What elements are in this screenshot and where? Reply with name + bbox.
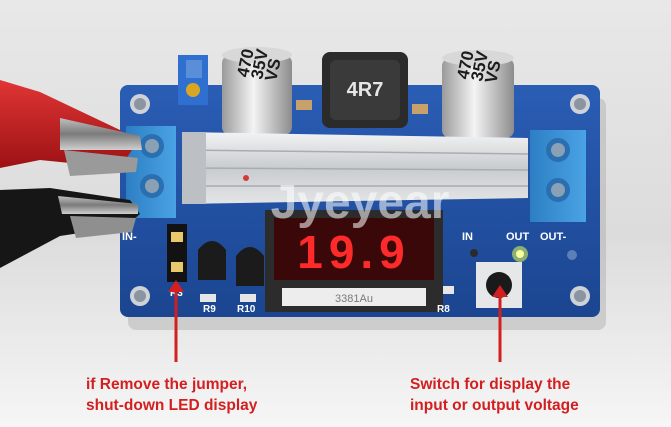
- black-alligator-clip: [0, 188, 140, 268]
- inductor-label: 4R7: [347, 79, 384, 101]
- jumper-caption-line1: if Remove the jumper,: [86, 376, 248, 393]
- silk-in-minus: IN-: [122, 231, 137, 243]
- led-display: 19.9 3381Au: [265, 210, 443, 312]
- smd-resistor: [200, 294, 216, 302]
- silk-r9: R9: [203, 304, 216, 315]
- silk-r10: R10: [237, 304, 256, 315]
- svg-text:VS: VS: [481, 59, 504, 85]
- smd-resistor: [412, 104, 428, 114]
- inductor: 4R7: [322, 52, 408, 128]
- jumper-caption-line2: shut-down LED display: [86, 397, 258, 414]
- callout-arrow-right: [492, 285, 508, 362]
- silk-out: OUT: [506, 231, 530, 243]
- output-terminal-block: [530, 130, 586, 222]
- trim-potentiometer: [178, 55, 208, 105]
- jumper-caption: if Remove the jumper, shut-down LED disp…: [86, 374, 257, 416]
- transistor-right: [236, 247, 264, 286]
- status-leds: [470, 246, 577, 262]
- switch-caption-line1: Switch for display the: [410, 376, 571, 393]
- silk-out-minus: OUT-: [540, 231, 567, 243]
- jumper: [167, 224, 187, 282]
- display-toggle-switch: [476, 262, 522, 308]
- silk-in: IN: [462, 231, 473, 243]
- heatsink: [181, 132, 529, 204]
- voltage-readout: 19.9: [297, 226, 411, 278]
- switch-caption: Switch for display the input or output v…: [410, 374, 579, 416]
- svg-text:VS: VS: [261, 57, 284, 83]
- smd-resistor: [438, 286, 454, 294]
- mounting-holes: [130, 94, 590, 306]
- callout-arrow-left: [168, 280, 184, 362]
- red-alligator-clip: [0, 80, 142, 176]
- smd-resistor: [296, 100, 312, 110]
- capacitor-left: 470 35V VS: [222, 47, 292, 135]
- display-sticker-code: 3381Au: [335, 293, 373, 305]
- transistor-left: [198, 241, 226, 280]
- switch-caption-line2: input or output voltage: [410, 397, 579, 414]
- smd-resistor: [240, 294, 256, 302]
- silk-r8: R8: [437, 304, 450, 315]
- watermark-text: Jyeyear: [271, 176, 450, 229]
- capacitor-right: 470 35V VS: [442, 49, 514, 138]
